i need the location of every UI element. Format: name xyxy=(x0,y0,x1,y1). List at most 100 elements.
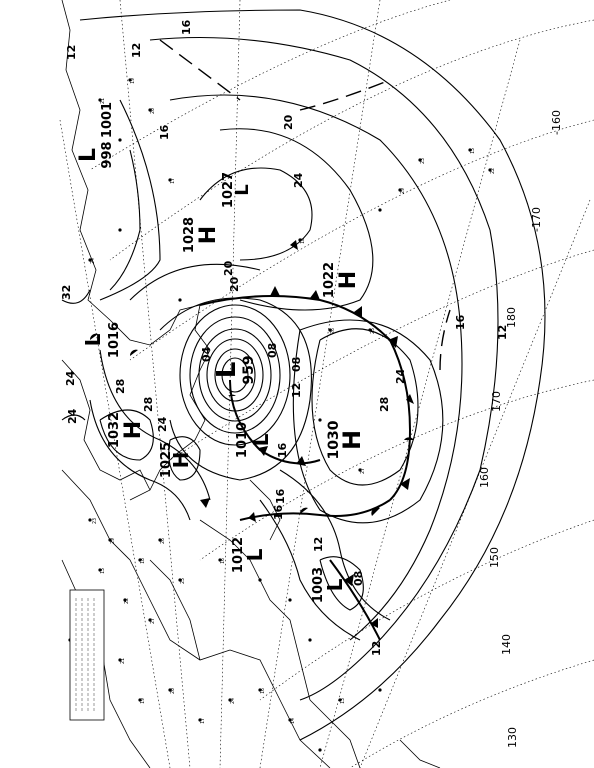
troughs xyxy=(159,39,451,371)
station-plot-value: 23 xyxy=(420,158,426,164)
isobar-label: 24 xyxy=(64,370,77,386)
station-plot-value: 24 xyxy=(90,258,96,264)
high-pressure-value: 1028 xyxy=(182,217,197,253)
isobar-label: 16 xyxy=(274,488,287,504)
low-pressure-value: 1016 xyxy=(107,322,122,358)
isobar-label: 12 xyxy=(65,45,78,60)
station-plot-value: 17 xyxy=(200,718,206,724)
high-pressure-value: 1025 xyxy=(159,442,174,478)
high-pressure-value: 1022 xyxy=(322,262,337,298)
station-plot-value: 16 xyxy=(220,558,226,564)
station-plot-value: 25 xyxy=(180,578,186,584)
isobar-label: 16 xyxy=(454,314,467,330)
isobar-label: 12 xyxy=(290,383,303,398)
isobar-label: 08 xyxy=(290,357,303,372)
isobars xyxy=(61,9,546,741)
station-plot-value: 27 xyxy=(360,468,366,474)
pressure-center-high-2: H 1022 xyxy=(322,262,361,298)
isobar-label: 12 xyxy=(130,43,143,58)
pressure-center-high-4: H 1032 xyxy=(107,412,146,448)
station-plot-value: 24 xyxy=(230,698,236,704)
high-pressure-value: 1030 xyxy=(326,420,342,459)
high-symbol: H xyxy=(121,421,146,439)
map-legend-box xyxy=(69,589,105,721)
station-plots: 2329152218262527211920172416141323291522… xyxy=(90,78,496,724)
low-symbol: L xyxy=(249,433,273,446)
isobar-label: 16 xyxy=(180,19,193,35)
longitude-label: 140 xyxy=(500,634,513,655)
high-symbol: H xyxy=(338,430,366,450)
high-symbol: H xyxy=(336,271,361,289)
low-pressure-value: 1010 xyxy=(235,422,250,458)
low-pressure-value: 959 xyxy=(241,355,257,384)
pressure-center-low-8: L 1027 xyxy=(221,172,253,208)
high-symbol: H xyxy=(169,452,193,469)
station-plot-value: 19 xyxy=(140,698,146,704)
station-plot-value: 21 xyxy=(100,98,106,104)
longitude-label: 160 xyxy=(478,467,491,488)
low-symbol: L xyxy=(212,362,242,379)
isobar-label: 16 xyxy=(276,442,289,458)
low-pressure-value: 1001 xyxy=(100,102,115,138)
longitude-labels: -160 -170 180 170 160 150 140 130 xyxy=(478,110,563,748)
isobar-label: 12 xyxy=(496,325,509,340)
station-plot-value: 21 xyxy=(120,658,126,664)
longitude-label: 180 xyxy=(505,307,518,328)
station-plot-value: 19 xyxy=(130,78,136,84)
isobar-label: 08 xyxy=(266,343,279,358)
longitude-label: -170 xyxy=(530,207,543,232)
isobar-label: 08 xyxy=(352,571,365,586)
isobar-label: 04 xyxy=(200,346,213,362)
station-plot-value: 29 xyxy=(400,188,406,194)
station-plot-value: 22 xyxy=(490,168,496,174)
isobar-label: 28 xyxy=(114,379,127,394)
pressure-center-high-3: H 1030 xyxy=(326,420,366,459)
high-symbol: H xyxy=(196,226,221,244)
isobar-label: 12 xyxy=(370,641,383,656)
pressure-center-low-7: L 1016 xyxy=(81,322,122,358)
isobar-label: 16 xyxy=(272,504,285,520)
isobar-label: 24 xyxy=(156,416,169,432)
station-plot-value: 20 xyxy=(170,688,176,694)
isobar-label: 24 xyxy=(394,368,407,384)
station-plot-value: 16 xyxy=(260,688,266,694)
station-plot-value: 15 xyxy=(100,568,106,574)
longitude-label: 130 xyxy=(506,727,519,748)
station-plot-value: 27 xyxy=(150,618,156,624)
station-plot-value: 25 xyxy=(370,328,376,334)
isobar-label: 32 xyxy=(60,285,73,300)
high-pressure-value: 1032 xyxy=(107,412,122,448)
isobar-label: 24 xyxy=(66,408,79,424)
low-symbol: L xyxy=(232,184,253,195)
station-plot-value: 26 xyxy=(160,538,166,544)
isobar-label: 16 xyxy=(158,124,171,140)
pressure-center-low-4: L 1010 xyxy=(235,422,273,458)
pressure-center-low-2: 1001 xyxy=(100,102,115,138)
longitude-label: 150 xyxy=(488,547,501,568)
low-pressure-value: 1003 xyxy=(311,567,326,603)
isobar-label: 20 xyxy=(228,276,241,292)
isobar-label: 24 xyxy=(292,172,305,188)
pressure-center-low-1: L 998 xyxy=(76,141,115,168)
pressure-center-low-3: L 959 xyxy=(212,355,257,384)
station-plot-value: 23 xyxy=(92,518,98,524)
low-pressure-value: 998 xyxy=(100,141,115,168)
pressure-center-high-5: H 1025 xyxy=(159,442,193,478)
isobar-label: 28 xyxy=(142,397,155,412)
station-plot-value: 15 xyxy=(470,148,476,154)
station-plot-value: 22 xyxy=(124,598,130,604)
pressure-center-high-1: H 1028 xyxy=(182,217,221,253)
low-symbol: L xyxy=(76,148,101,162)
low-symbol: L xyxy=(81,333,105,346)
station-plot-value: 14 xyxy=(290,718,296,724)
station-plot-value: 18 xyxy=(140,558,146,564)
front-symbols xyxy=(89,240,414,628)
low-symbol: L xyxy=(243,548,267,561)
low-pressure-value: 1027 xyxy=(221,172,236,208)
longitude-label: 170 xyxy=(490,391,503,412)
longitude-label: -160 xyxy=(550,110,563,135)
station-plot-value: 20 xyxy=(150,108,156,114)
isobar-label: 20 xyxy=(222,260,235,276)
isobar-label: 28 xyxy=(378,397,391,412)
